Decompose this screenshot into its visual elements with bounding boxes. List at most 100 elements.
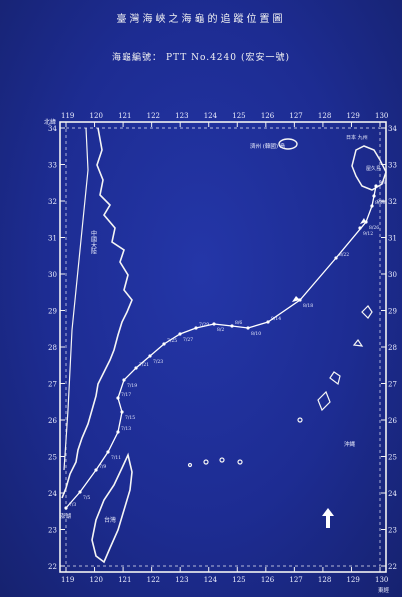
- lat-label-left: 24: [48, 490, 57, 498]
- track-date-label: 8/22: [339, 252, 349, 258]
- lon-label-bottom: 128: [318, 576, 331, 584]
- lon-label-bottom: 125: [232, 576, 245, 584]
- track-point: [116, 430, 120, 434]
- track-point: [374, 184, 378, 188]
- track-point: [120, 410, 124, 414]
- lon-label-bottom: 121: [118, 576, 131, 584]
- label-okinawa: 沖縄: [344, 440, 356, 448]
- track-date-label: 7/27: [183, 337, 193, 343]
- label-kyushu: 日本 九州: [346, 134, 368, 141]
- lon-label-top: 130: [375, 112, 388, 120]
- track-point: [212, 322, 216, 326]
- track-point: [364, 220, 368, 224]
- taiwan-island: [91, 452, 133, 564]
- track-date-label: 7/25: [167, 338, 177, 344]
- lon-label-top: 121: [118, 112, 131, 120]
- lon-label-top: 128: [318, 112, 331, 120]
- track-date-label: 7/13: [121, 426, 131, 432]
- track-date-label: 7/21: [139, 362, 149, 368]
- axis-ticks: [60, 122, 386, 572]
- lat-label-right: 28: [388, 344, 397, 352]
- track-date-label: 8/14: [271, 316, 281, 322]
- map-graticule-border: [65, 127, 381, 567]
- lat-label-right: 25: [388, 454, 397, 462]
- track-point: [298, 298, 302, 302]
- lon-label-top: 120: [90, 112, 103, 120]
- china-coastline: [61, 127, 133, 499]
- lon-label-top: 123: [175, 112, 188, 120]
- lat-label-left: 29: [48, 308, 57, 316]
- track-arrow-1: [292, 296, 300, 302]
- north-arrow: [322, 508, 334, 528]
- track-point: [194, 326, 198, 330]
- corner-label-east: 東經: [378, 586, 390, 594]
- track-point: [122, 378, 126, 382]
- track-point: [266, 320, 270, 324]
- track-points: [64, 184, 378, 510]
- track-point: [162, 342, 166, 346]
- page-title: 臺灣海峽之海龜的追蹤位置圖: [116, 14, 286, 25]
- track-date-label: 7/17: [121, 392, 131, 398]
- track-date-label: 7/23: [153, 359, 163, 365]
- track-date-label: 8/30: [375, 200, 385, 206]
- track-point: [358, 226, 362, 230]
- track-date-label: 7/29: [199, 322, 209, 328]
- turtle-id: PTT No.4240: [165, 53, 237, 63]
- track-point: [370, 204, 374, 208]
- lat-label-right: 24: [388, 490, 397, 498]
- lon-label-bottom: 124: [204, 576, 218, 584]
- track-point: [116, 396, 120, 400]
- track-date-label: 8/26: [369, 225, 379, 231]
- lat-label-right: 22: [388, 563, 397, 571]
- track-point: [94, 468, 98, 472]
- track-date-label: 8/10: [251, 331, 261, 337]
- lat-label-left: 27: [48, 381, 57, 389]
- track-point: [178, 332, 182, 336]
- china-inner-border: [63, 127, 89, 471]
- label-jeju: 濟州 (韓國) 島: [250, 142, 286, 150]
- lon-label-bottom: 119: [61, 576, 74, 584]
- track-date-label: 8/2: [217, 327, 224, 333]
- track-point: [372, 194, 376, 198]
- lon-label-bottom: 129: [346, 576, 359, 584]
- lat-label-left: 28: [48, 344, 57, 352]
- lat-label-right: 27: [388, 381, 397, 389]
- lat-label-left: 22: [48, 563, 57, 571]
- lon-label-bottom: 126: [261, 576, 275, 584]
- lon-label-top: 126: [261, 112, 275, 120]
- track-point: [246, 326, 250, 330]
- track-date-label: 8/6: [235, 320, 242, 326]
- lon-label-top: 124: [204, 112, 218, 120]
- label-china: 中國大陸: [90, 229, 97, 255]
- lon-label-bottom: 123: [175, 576, 188, 584]
- lon-label-top: 119: [61, 112, 74, 120]
- map-frame: [59, 121, 387, 573]
- lat-label-left: 34: [48, 125, 57, 133]
- page-subtitle: 海龜編號：PTT No.4240(宏安一號): [0, 50, 402, 63]
- lat-label-left: 33: [48, 162, 57, 170]
- kyushu-coastline: [351, 145, 387, 191]
- track-date-label: 7/5: [83, 495, 90, 501]
- track-point: [334, 256, 338, 260]
- lon-label-top: 122: [147, 112, 160, 120]
- track-point: [78, 490, 82, 494]
- track-point: [148, 354, 152, 358]
- subtitle-prefix: 海龜編號：: [111, 53, 162, 63]
- lat-label-right: 31: [388, 235, 397, 243]
- lat-label-right: 23: [388, 527, 397, 535]
- lat-label-right: 32: [388, 198, 397, 206]
- lat-label-left: 23: [48, 527, 57, 535]
- track-date-label: 7/9: [99, 464, 106, 470]
- lat-label-left: 30: [48, 271, 57, 279]
- label-release: 澎湖: [60, 512, 72, 520]
- lon-label-bottom: 130: [375, 576, 388, 584]
- lon-label-top: 129: [346, 112, 359, 120]
- track-date-label: 7/19: [127, 383, 137, 389]
- track-point: [230, 324, 234, 328]
- label-yakushima: 屋久島: [366, 165, 381, 172]
- lat-label-left: 32: [48, 198, 57, 206]
